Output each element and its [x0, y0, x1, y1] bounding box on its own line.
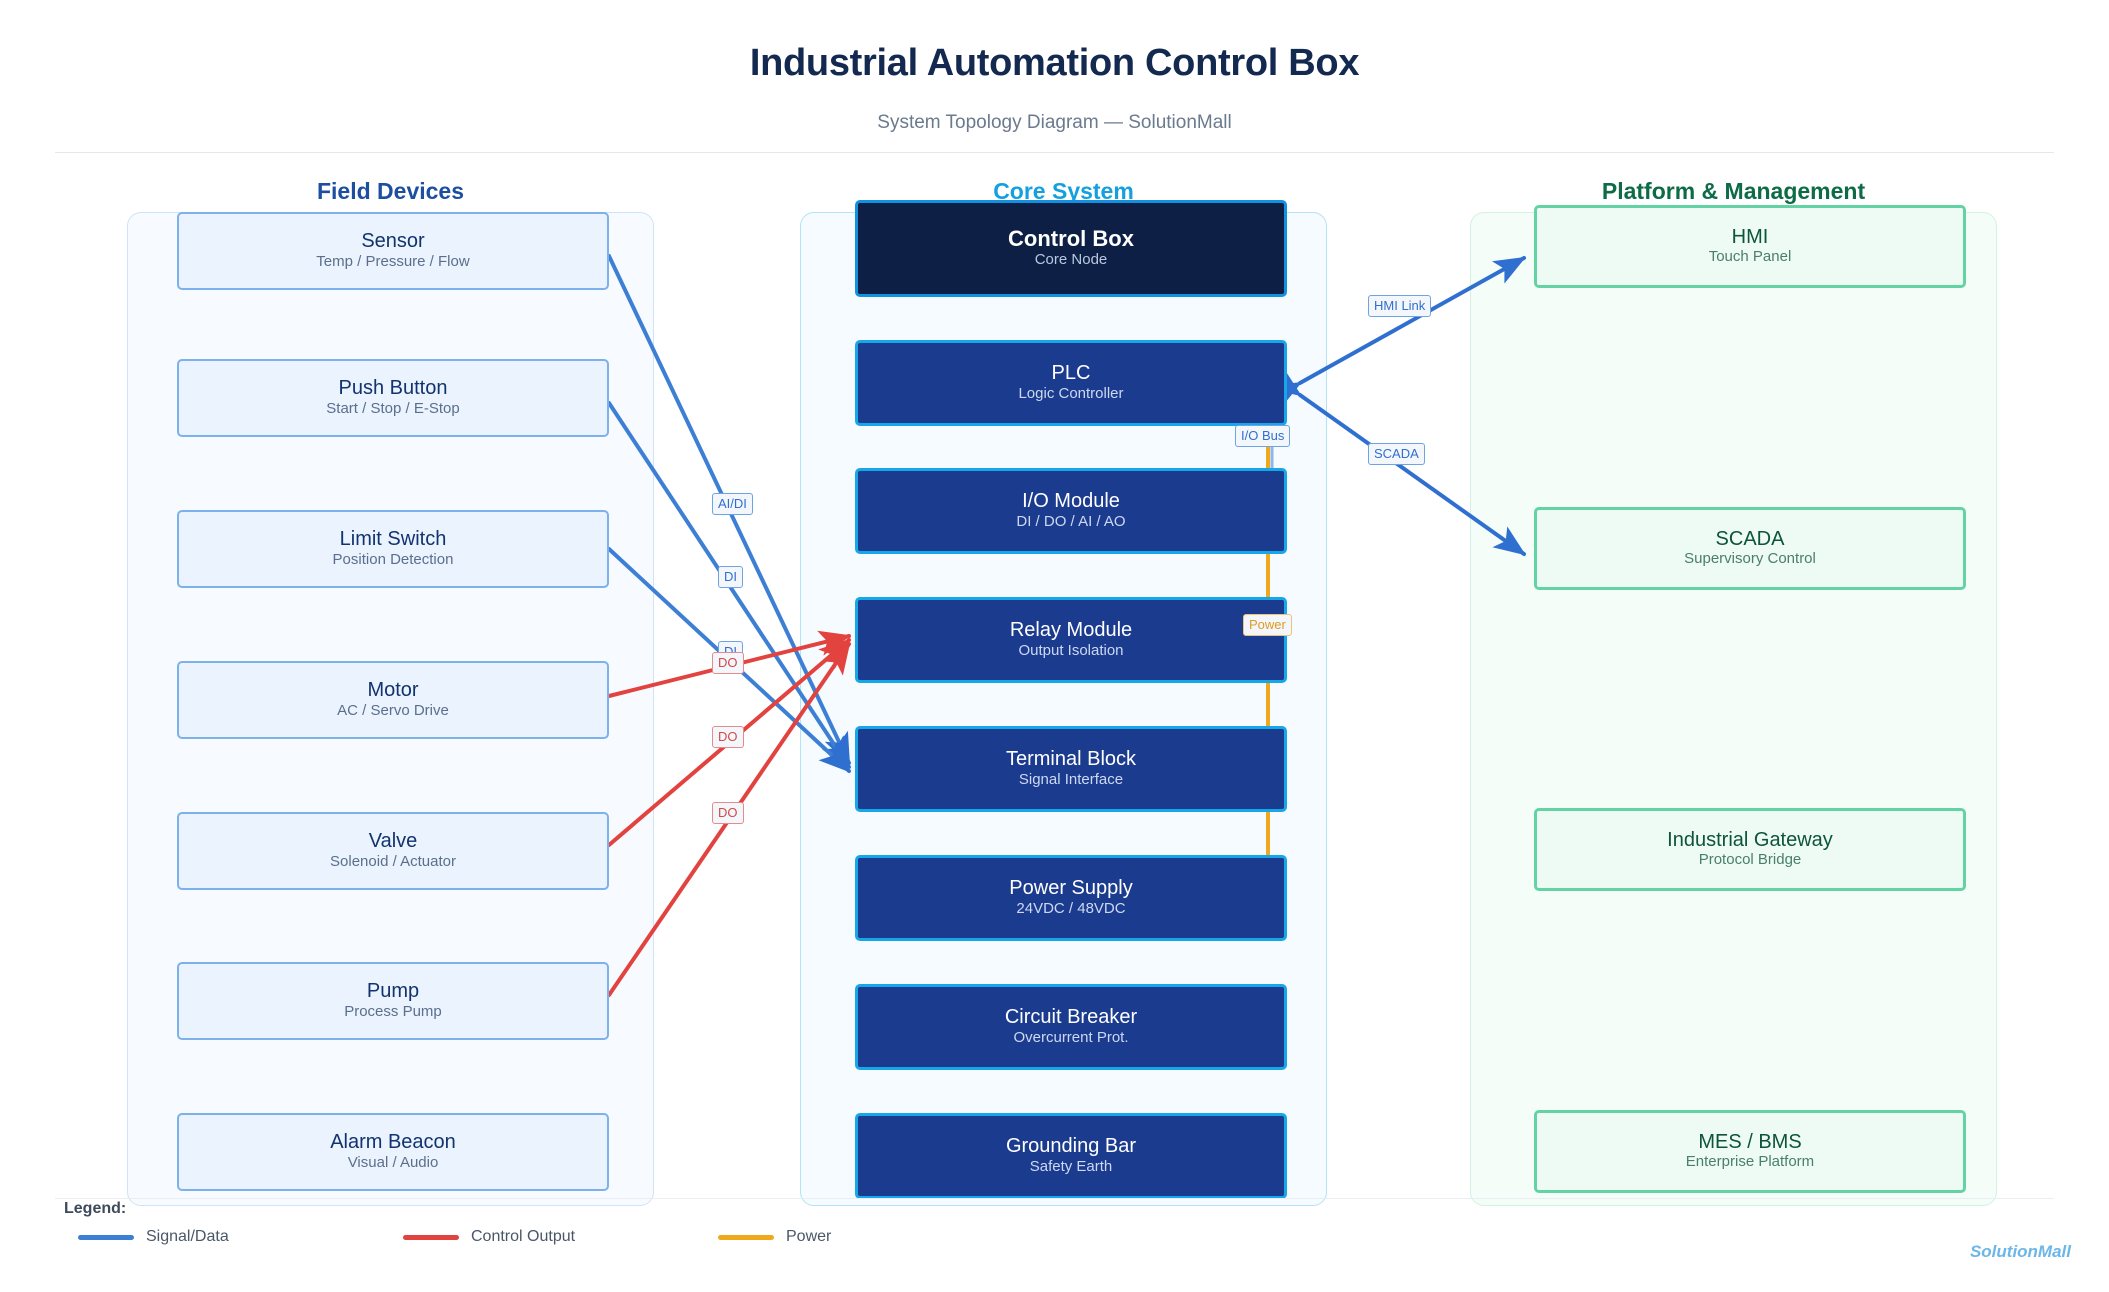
node-plc[interactable]: PLC Logic Controller: [855, 340, 1287, 426]
node-title: Pump: [366, 980, 420, 1003]
node-alarm-beacon[interactable]: Alarm Beacon Visual / Audio: [177, 1113, 609, 1191]
node-title: Alarm Beacon: [330, 1131, 456, 1154]
edge-label-power: Power: [1243, 614, 1292, 636]
legend-label: Power: [786, 1228, 832, 1245]
node-scada[interactable]: SCADA Supervisory Control: [1534, 507, 1966, 590]
node-grounding-bar[interactable]: Grounding Bar Safety Earth: [855, 1113, 1287, 1199]
node-subtitle: DI / DO / AI / AO: [1016, 512, 1126, 530]
page-title: Industrial Automation Control Box: [749, 42, 1360, 84]
node-subtitle: Logic Controller: [1018, 384, 1124, 402]
edge-label-ai-di: AI/DI: [712, 493, 753, 515]
node-subtitle: Position Detection: [332, 550, 454, 568]
node-title: Circuit Breaker: [1004, 1006, 1138, 1029]
node-title: HMI: [1731, 225, 1769, 248]
node-title: Control Box: [1008, 225, 1134, 251]
node-subtitle: 24VDC / 48VDC: [1016, 899, 1126, 917]
node-subtitle: Signal Interface: [1018, 770, 1124, 788]
node-subtitle: Touch Panel: [1708, 248, 1792, 266]
node-sensor[interactable]: Sensor Temp / Pressure / Flow: [177, 212, 609, 290]
node-title: I/O Module: [1022, 490, 1120, 513]
legend-swatch-power: [718, 1234, 774, 1240]
node-subtitle: Enterprise Platform: [1685, 1153, 1815, 1171]
header-divider: [55, 152, 2054, 153]
node-subtitle: AC / Servo Drive: [337, 701, 449, 719]
node-title: Industrial Gateway: [1667, 828, 1833, 851]
legend-swatch-signal-data: [78, 1234, 134, 1240]
edge-label-do-3: DO: [712, 802, 744, 824]
panel-platform: [1470, 212, 1997, 1206]
node-limit-switch[interactable]: Limit Switch Position Detection: [177, 510, 609, 588]
legend-item-control-output: Control Output: [403, 1228, 575, 1246]
node-subtitle: Solenoid / Actuator: [330, 852, 456, 870]
column-title-platform: Platform & Management: [1601, 178, 1866, 204]
edge-label-io-bus: I/O Bus: [1235, 425, 1291, 447]
node-subtitle: Visual / Audio: [347, 1153, 439, 1171]
node-hmi[interactable]: HMI Touch Panel: [1534, 205, 1966, 288]
legend-label: Control Output: [471, 1228, 576, 1245]
node-title: Grounding Bar: [1005, 1135, 1137, 1158]
node-title: Limit Switch: [339, 528, 447, 551]
node-industrial-gateway[interactable]: Industrial Gateway Protocol Bridge: [1534, 808, 1966, 891]
edge-label-scada: SCADA: [1368, 443, 1425, 465]
node-pump[interactable]: Pump Process Pump: [177, 962, 609, 1040]
node-title: Terminal Block: [1005, 748, 1137, 771]
edge-label-hmi-link: HMI Link: [1368, 295, 1432, 317]
node-title: Relay Module: [1009, 619, 1133, 642]
node-subtitle: Protocol Bridge: [1698, 851, 1802, 869]
legend-swatch-control-output: [403, 1234, 459, 1240]
node-subtitle: Temp / Pressure / Flow: [316, 252, 470, 270]
legend-divider: [55, 1198, 2054, 1199]
node-subtitle: Supervisory Control: [1684, 550, 1816, 568]
node-subtitle: Process Pump: [344, 1002, 442, 1020]
legend-title: Legend:: [64, 1200, 127, 1217]
node-circuit-breaker[interactable]: Circuit Breaker Overcurrent Prot.: [855, 984, 1287, 1070]
watermark-solutionmall: SolutionMall: [1969, 1242, 2071, 1261]
node-title: Sensor: [361, 230, 425, 253]
node-title: Valve: [368, 830, 418, 853]
node-title: Power Supply: [1009, 877, 1133, 900]
page-subtitle: System Topology Diagram — SolutionMall: [877, 112, 1232, 133]
node-subtitle: Safety Earth: [1029, 1157, 1113, 1175]
node-mes-bms[interactable]: MES / BMS Enterprise Platform: [1534, 1110, 1966, 1193]
node-valve[interactable]: Valve Solenoid / Actuator: [177, 812, 609, 890]
node-motor[interactable]: Motor AC / Servo Drive: [177, 661, 609, 739]
legend-label: Signal/Data: [146, 1228, 229, 1245]
node-subtitle: Output Isolation: [1018, 641, 1124, 659]
node-subtitle: Core Node: [1034, 251, 1108, 269]
legend-item-signal-data: Signal/Data: [78, 1228, 229, 1246]
node-title: MES / BMS: [1698, 1130, 1802, 1153]
edge-label-do-2: DO: [712, 726, 744, 748]
node-title: Push Button: [338, 377, 448, 400]
node-terminal-block[interactable]: Terminal Block Signal Interface: [855, 726, 1287, 812]
node-title: Motor: [367, 679, 419, 702]
node-relay-module[interactable]: Relay Module Output Isolation: [855, 597, 1287, 683]
edge-label-di-1: DI: [718, 566, 743, 588]
node-title: SCADA: [1715, 527, 1785, 550]
node-title: PLC: [1051, 362, 1091, 385]
edge-label-do-1: DO: [712, 652, 744, 674]
column-title-field-devices: Field Devices: [316, 178, 465, 204]
node-push-button[interactable]: Push Button Start / Stop / E-Stop: [177, 359, 609, 437]
node-subtitle: Overcurrent Prot.: [1013, 1028, 1129, 1046]
node-subtitle: Start / Stop / E-Stop: [326, 399, 460, 417]
node-control-box[interactable]: Control Box Core Node: [855, 200, 1287, 297]
legend-item-power: Power: [718, 1228, 831, 1246]
node-power-supply[interactable]: Power Supply 24VDC / 48VDC: [855, 855, 1287, 941]
node-io-module[interactable]: I/O Module DI / DO / AI / AO: [855, 468, 1287, 554]
column-title-core-system: Core System: [993, 178, 1134, 204]
